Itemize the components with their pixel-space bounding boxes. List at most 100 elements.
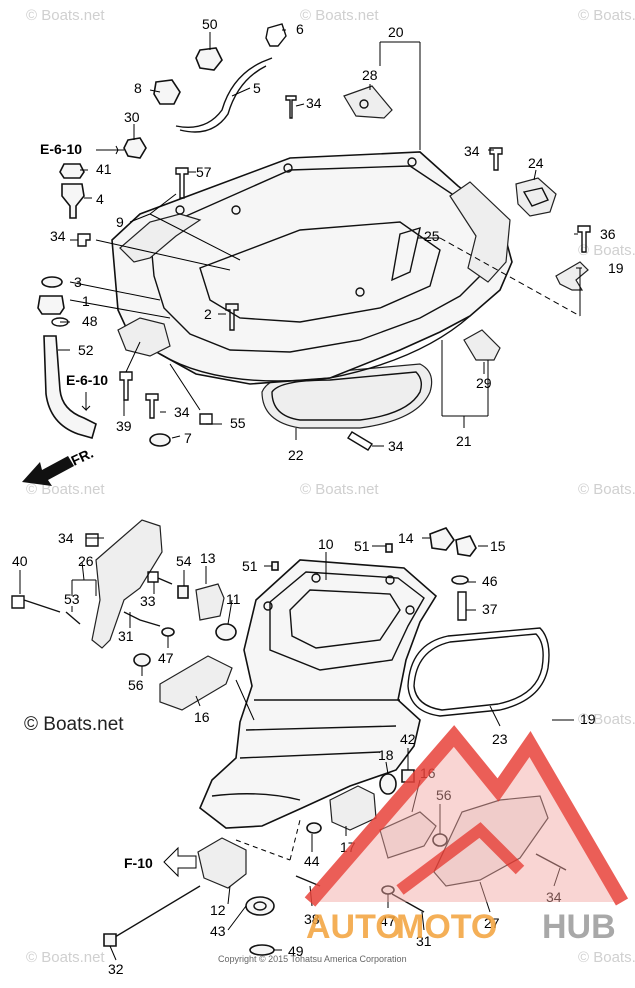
part-15-mount xyxy=(455,535,477,557)
watermark-dark-left: © Boats.net xyxy=(24,714,124,735)
housing-rib xyxy=(239,751,381,759)
f10-arrow-icon xyxy=(163,846,197,878)
cowling-lower-skirt xyxy=(159,315,471,382)
rim-bolt xyxy=(283,163,293,173)
label-57: 57 xyxy=(196,164,212,180)
label-3: 3 xyxy=(74,274,82,290)
part-11-bushing xyxy=(215,623,237,641)
drive-shaft-housing-assembly xyxy=(199,559,438,829)
label-20: 20 xyxy=(388,24,404,40)
rim-bolt xyxy=(355,287,365,297)
label-47-a: 47 xyxy=(158,650,174,666)
arrow-e-6-10-mid xyxy=(81,392,91,412)
label-25: 25 xyxy=(424,228,440,244)
label-40: 40 xyxy=(12,553,28,569)
housing-body xyxy=(199,559,438,829)
part-24-hook xyxy=(515,177,557,217)
label-34-left: 34 xyxy=(50,228,66,244)
part-34-bolt xyxy=(285,95,297,119)
ref-f-10: F-10 xyxy=(124,855,153,871)
part-19-bracket xyxy=(555,261,589,291)
label-6: 6 xyxy=(296,21,304,37)
label-22: 22 xyxy=(288,447,304,463)
label-54: 54 xyxy=(176,553,192,569)
part-1-bushing xyxy=(37,295,65,315)
label-26: 26 xyxy=(78,553,94,569)
part-31-bolt xyxy=(123,611,161,627)
part-32-long-bolt xyxy=(109,885,201,941)
part-8-grommet xyxy=(153,79,181,105)
part-32-bolt-head xyxy=(103,933,117,947)
label-28: 28 xyxy=(362,67,378,83)
label-15: 15 xyxy=(490,538,506,554)
part-40-bolt xyxy=(11,595,61,613)
label-34-lower: 34 xyxy=(174,404,190,420)
part-34-bolt-b xyxy=(85,533,99,547)
part-29-plate xyxy=(463,329,501,361)
fr-label: FR. xyxy=(69,445,96,469)
part-16-cover-right xyxy=(379,811,437,859)
part-50-grommet xyxy=(195,47,223,71)
part-5-cable-outer xyxy=(179,65,267,133)
label-42: 42 xyxy=(400,731,416,747)
bottom-leader-lines xyxy=(19,537,574,961)
part-12-damper xyxy=(197,837,247,889)
part-52-hose xyxy=(43,335,97,439)
label-11: 11 xyxy=(226,591,241,607)
part-31-bolt-right xyxy=(391,893,425,913)
watermark-lower-right: © Boats.net xyxy=(578,711,635,728)
part-34-bolt-right xyxy=(489,147,503,171)
top-part-numbers: 50 6 20 28 8 5 34 30 34 24 41 57 4 9 36 … xyxy=(50,16,624,463)
cowling-inner-rim xyxy=(149,165,493,353)
part-38-bolt xyxy=(295,875,321,887)
label-31-a: 31 xyxy=(118,628,134,644)
watermark-upper-right: © Boats.net xyxy=(578,242,635,259)
logo-text-moto: MOTO xyxy=(396,908,497,946)
part-28-hole xyxy=(359,99,369,109)
label-19-b: 19 xyxy=(580,711,596,727)
part-55-screw xyxy=(199,413,213,425)
part-33-bolt xyxy=(147,571,173,585)
part-22-seal-inner xyxy=(271,371,423,421)
label-47-b: 47 xyxy=(380,913,396,929)
label-51-a: 51 xyxy=(242,558,258,574)
part-56-grommet xyxy=(133,653,151,667)
label-53: 53 xyxy=(64,591,80,607)
label-12: 12 xyxy=(210,902,226,918)
part-24-hook-inner xyxy=(522,187,549,207)
label-38: 38 xyxy=(304,911,320,927)
watermark-bottom-left: © Boats.net xyxy=(26,949,105,966)
part-5-cable xyxy=(175,57,273,128)
part-44-spacer xyxy=(306,822,322,834)
logo-triangle-outline xyxy=(304,725,629,907)
label-4: 4 xyxy=(96,191,104,207)
top-small-parts xyxy=(37,23,591,451)
part-34-bolt-left xyxy=(77,233,91,247)
logo-text-hub: HUB xyxy=(542,908,616,946)
label-13: 13 xyxy=(200,550,216,566)
label-33: 33 xyxy=(140,593,156,609)
part-23-gasket-inner xyxy=(413,633,544,711)
label-34-rear: 34 xyxy=(388,438,404,454)
part-30-screw xyxy=(123,137,147,159)
label-16-a: 16 xyxy=(194,709,210,725)
label-24: 24 xyxy=(528,155,544,171)
arrow-e-6-10-top xyxy=(100,145,119,155)
label-56-a: 56 xyxy=(128,677,144,693)
housing-top-flange xyxy=(269,571,425,671)
part-25-bracket xyxy=(391,226,421,282)
label-51-b: 51 xyxy=(354,538,370,554)
part-26-bracket xyxy=(91,519,163,649)
part-41-nut xyxy=(59,163,85,179)
label-37: 37 xyxy=(482,601,498,617)
part-4-latch xyxy=(61,183,85,219)
watermark-bottom-right: © Boats.net xyxy=(578,949,635,966)
watermark-top-right: © Boats.net xyxy=(578,7,635,24)
label-44: 44 xyxy=(304,853,320,869)
rim-bolt xyxy=(231,205,241,215)
housing-lower-fin xyxy=(211,793,301,801)
part-16-cover xyxy=(159,655,233,711)
part-46-washer xyxy=(451,575,469,585)
label-32: 32 xyxy=(108,961,124,977)
